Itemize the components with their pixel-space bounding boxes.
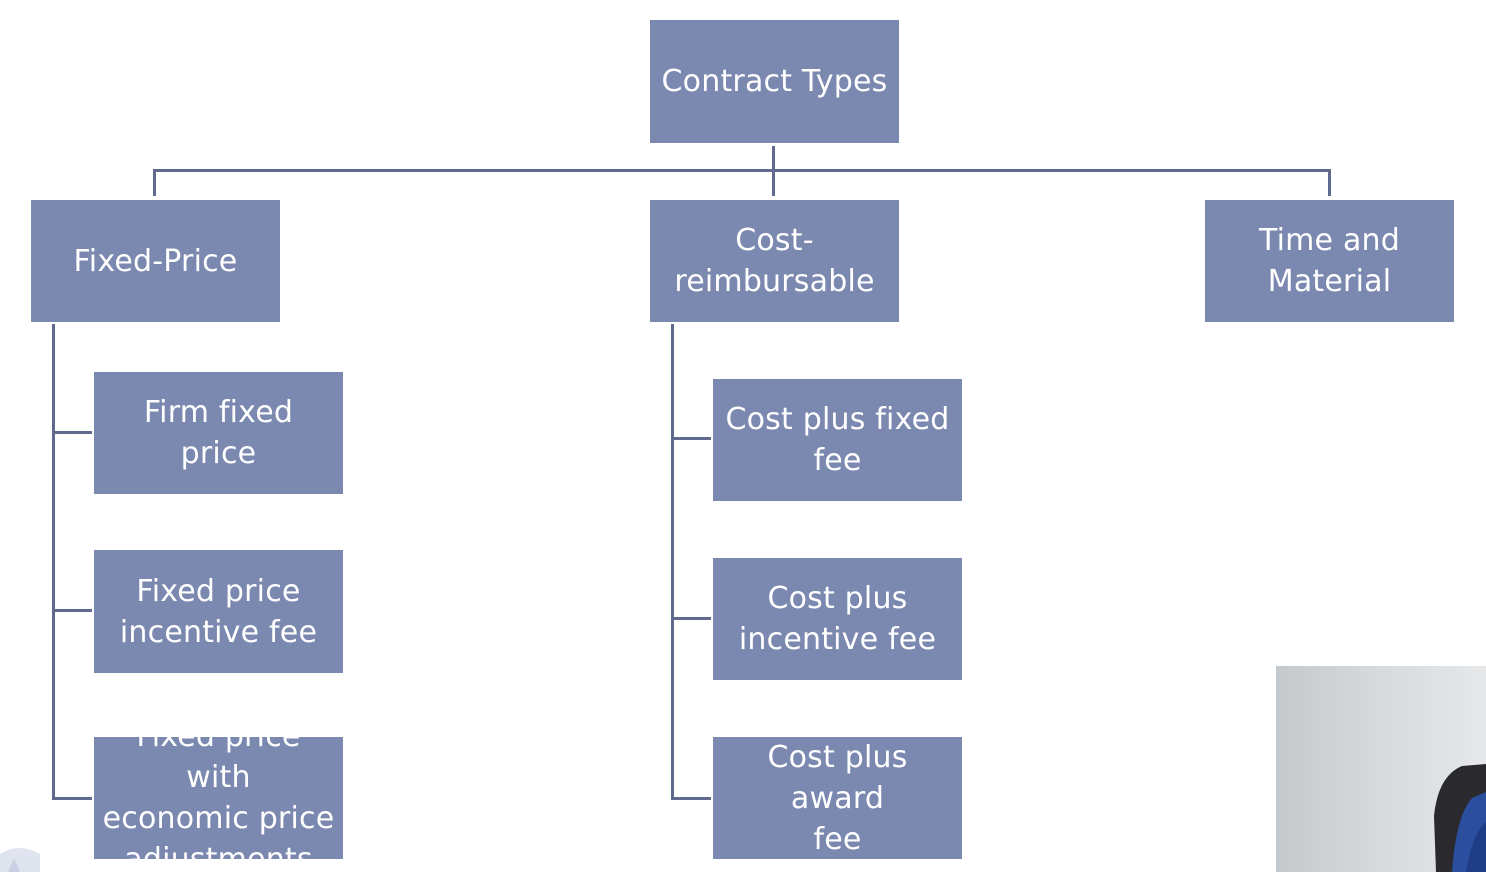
category-node-time-and-material: Time and Material	[1205, 200, 1454, 322]
cost-reimbursable-branch-connector-3	[671, 797, 711, 800]
presenter-webcam-overlay	[1276, 666, 1486, 872]
category-label-time-and-material: Time and Material	[1259, 223, 1400, 299]
child-node-cost-plus-award-fee: Cost plus award fee	[713, 737, 962, 859]
fixed-price-spine-connector	[52, 324, 55, 800]
child-label-firm-fixed-price: Firm fixed price	[143, 395, 294, 471]
child-label-fixed-price-economic-adjustments: Fixed price with economic price adjustme…	[102, 719, 335, 872]
child-node-cost-plus-incentive-fee: Cost plus incentive fee	[713, 558, 962, 680]
cost-reimbursable-branch-connector-1	[671, 437, 711, 440]
presenter-silhouette-icon	[1434, 764, 1486, 872]
child-label-cost-plus-award-fee: Cost plus award fee	[767, 739, 908, 857]
root-node-label: Contract Types	[661, 64, 888, 99]
category-label-cost-reimbursable: Cost- reimbursable	[674, 223, 875, 299]
fixed-price-branch-connector-2	[52, 609, 92, 612]
fixed-price-drop-connector	[153, 169, 156, 196]
child-node-fixed-price-incentive-fee: Fixed price incentive fee	[94, 550, 343, 673]
child-label-cost-plus-incentive-fee: Cost plus incentive fee	[738, 581, 937, 657]
root-node-contract-types: Contract Types	[650, 20, 899, 143]
logo-watermark-icon	[0, 848, 40, 872]
fixed-price-branch-connector-1	[52, 431, 92, 434]
fixed-price-branch-connector-3	[52, 797, 92, 800]
time-material-drop-connector	[1328, 169, 1331, 196]
cost-reimbursable-spine-connector	[671, 324, 674, 800]
category-node-cost-reimbursable: Cost- reimbursable	[650, 200, 899, 322]
child-label-fixed-price-incentive-fee: Fixed price incentive fee	[119, 573, 318, 650]
category-connector-horizontal	[153, 169, 1331, 172]
category-label-fixed-price: Fixed-Price	[73, 243, 238, 279]
category-node-fixed-price: Fixed-Price	[31, 200, 280, 322]
cost-reimbursable-branch-connector-2	[671, 617, 711, 620]
child-label-cost-plus-fixed-fee: Cost plus fixed fee	[725, 402, 950, 478]
child-node-firm-fixed-price: Firm fixed price	[94, 372, 343, 494]
child-node-fixed-price-economic-adjustments: Fixed price with economic price adjustme…	[94, 719, 343, 872]
child-node-cost-plus-fixed-fee: Cost plus fixed fee	[713, 379, 962, 501]
